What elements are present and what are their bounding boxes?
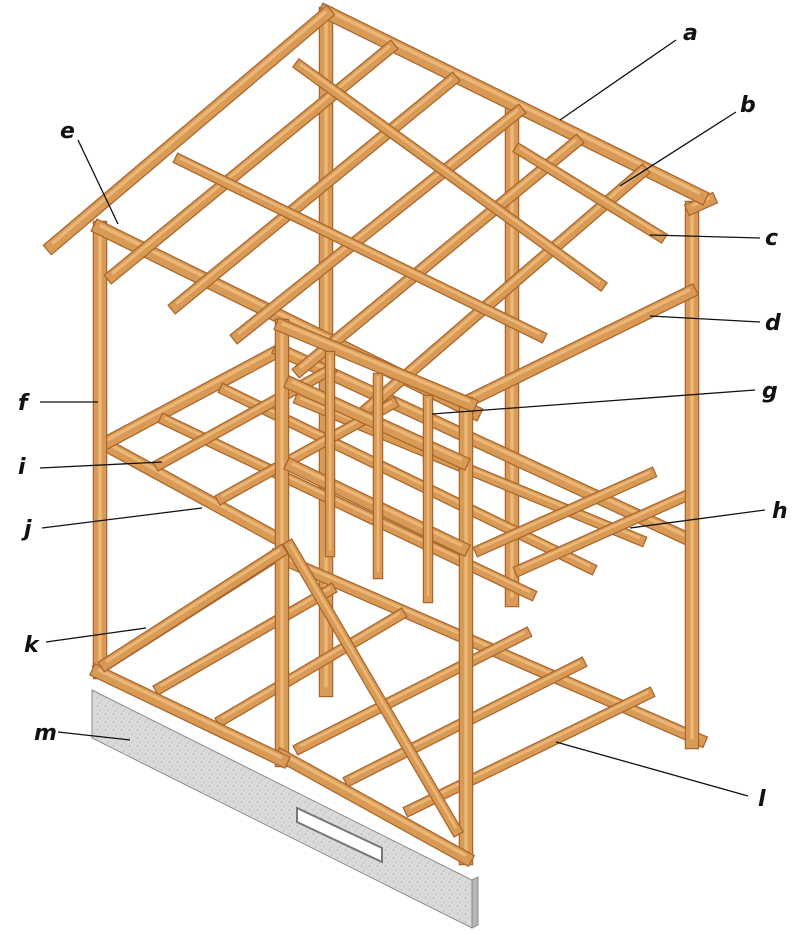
leader-m (57, 731, 131, 741)
rafter-1 (103, 39, 399, 285)
front-brace (282, 538, 464, 838)
label-e: e (60, 119, 75, 144)
label-i: i (18, 455, 26, 480)
ground-joist-1 (152, 582, 338, 696)
leader-i (39, 461, 163, 469)
label-a: a (683, 21, 698, 46)
leader-g (431, 389, 756, 415)
leader-e (77, 139, 119, 225)
label-d: d (765, 311, 781, 336)
leader-b (619, 111, 737, 187)
mid-left-plate (94, 340, 290, 454)
label-g: g (762, 379, 778, 404)
label-l: l (758, 787, 766, 812)
label-m: m (34, 721, 57, 746)
leader-j (41, 507, 203, 529)
front-bottom-plate (88, 662, 292, 770)
rafter-4 (291, 133, 585, 379)
callout-lines (39, 39, 766, 797)
rafter-2 (167, 71, 461, 315)
leader-d (649, 315, 761, 323)
foundation-side-face (471, 876, 479, 929)
leader-c (649, 234, 761, 239)
rafter-5 (357, 163, 651, 419)
timber-members (42, 2, 719, 868)
leader-k (45, 627, 147, 643)
leader-h (629, 509, 766, 529)
mid-back-plate (271, 341, 699, 549)
front-sill (272, 746, 476, 868)
ground-joist-3 (292, 626, 533, 756)
mid-joist-h2 (512, 486, 698, 578)
ground-joist-2 (214, 607, 408, 728)
label-c: c (765, 226, 778, 251)
purlin-2 (172, 152, 548, 344)
mid-front-plate (94, 434, 290, 550)
purlin-1 (291, 57, 609, 293)
label-k: k (24, 633, 40, 658)
label-f: f (18, 391, 30, 416)
label-h: h (772, 499, 788, 524)
label-b: b (740, 93, 756, 118)
corner-brace-k (97, 543, 289, 673)
mid-joist-h1 (472, 466, 658, 558)
leader-l (555, 741, 749, 797)
foundation-vent (296, 806, 383, 864)
side-wall-plate (460, 282, 700, 410)
purlin-c (512, 142, 668, 244)
label-j: j (21, 517, 32, 542)
rafter-3 (229, 103, 527, 345)
front-top-beam (273, 317, 479, 413)
leader-a (559, 39, 677, 121)
foundation (91, 689, 479, 929)
callout-labels: a b c d e f g h i j k l m (18, 21, 788, 812)
eave-beam (42, 4, 336, 256)
ground-joist-5 (402, 686, 656, 818)
